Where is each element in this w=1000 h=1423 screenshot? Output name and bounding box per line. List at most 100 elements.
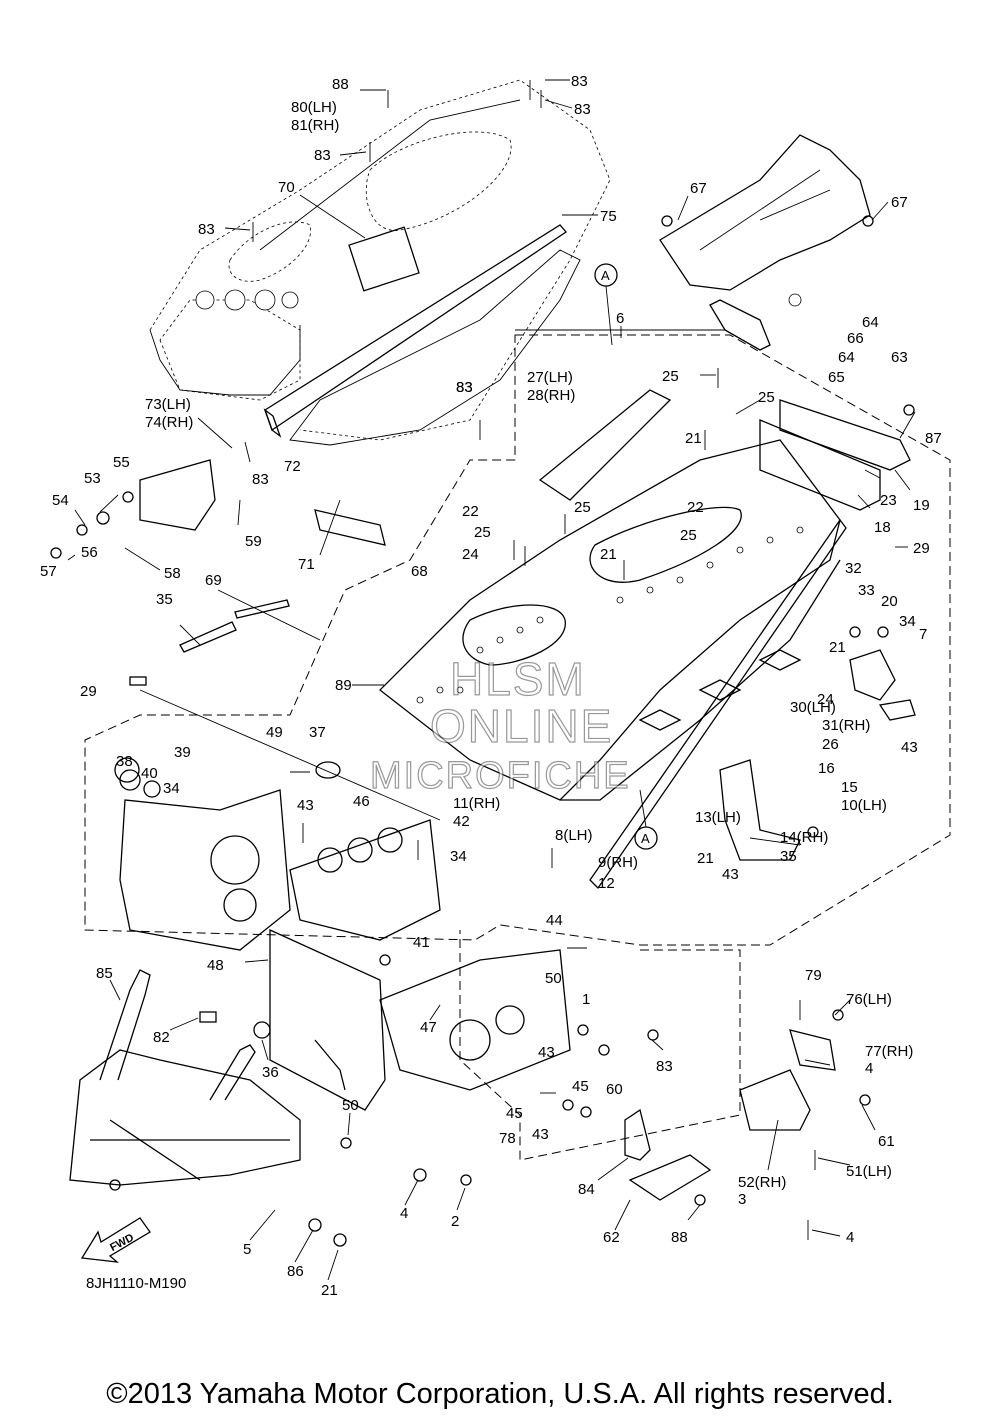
callout[interactable]: 20 [881, 593, 898, 610]
callout[interactable]: 89 [335, 677, 352, 694]
callout[interactable]: 67 [690, 180, 707, 197]
callout[interactable]: 35 [156, 591, 173, 608]
callout[interactable]: 64 [862, 314, 879, 331]
callout[interactable]: 80(LH) [291, 99, 337, 116]
callout[interactable]: 44 [546, 912, 563, 929]
callout[interactable]: 23 [880, 492, 897, 509]
callout[interactable]: 22 [462, 503, 479, 520]
callout[interactable]: 26 [822, 736, 839, 753]
callout[interactable]: 56 [81, 544, 98, 561]
callout[interactable]: 83 [571, 73, 588, 90]
callout[interactable]: 50 [545, 970, 562, 987]
fwd-arrow[interactable]: FWD [80, 1217, 151, 1263]
callout[interactable]: 70 [278, 179, 295, 196]
callout[interactable]: 53 [84, 470, 101, 487]
callout[interactable]: 50 [342, 1097, 359, 1114]
callout[interactable]: 7 [919, 626, 927, 643]
callout[interactable]: 3 [738, 1191, 746, 1208]
callout[interactable]: 75 [600, 208, 617, 225]
callout[interactable]: 2 [451, 1213, 459, 1230]
callout[interactable]: 88 [671, 1229, 688, 1246]
callout[interactable]: 22 [687, 499, 704, 516]
callout[interactable]: 27(LH) [527, 369, 573, 386]
callout[interactable]: 61 [878, 1133, 895, 1150]
callout[interactable]: 43 [532, 1126, 549, 1143]
callout[interactable]: 83 [198, 221, 215, 238]
callout[interactable]: 77(RH) [865, 1043, 913, 1060]
callout[interactable]: 43 [722, 866, 739, 883]
callout[interactable]: 31(RH) [822, 717, 870, 734]
callout[interactable]: 34 [450, 848, 467, 865]
callout[interactable]: 4 [865, 1060, 873, 1077]
callout[interactable]: 12 [598, 875, 615, 892]
callout[interactable]: 60 [606, 1081, 623, 1098]
callout[interactable]: 24 [462, 546, 479, 563]
callout[interactable]: 45 [506, 1105, 523, 1122]
callout[interactable]: 13(LH) [695, 809, 741, 826]
callout[interactable]: 49 [266, 724, 283, 741]
callout[interactable]: 25 [758, 389, 775, 406]
callout[interactable]: 48 [207, 957, 224, 974]
callout[interactable]: 76(LH) [846, 991, 892, 1008]
callout[interactable]: 8(LH) [555, 827, 593, 844]
callout[interactable]: 42 [453, 813, 470, 830]
callout[interactable]: 83 [574, 101, 591, 118]
callout[interactable]: 14(RH) [780, 829, 828, 846]
callout[interactable]: 66 [847, 330, 864, 347]
callout[interactable]: 36 [262, 1064, 279, 1081]
callout[interactable]: 25 [474, 524, 491, 541]
callout[interactable]: 47 [420, 1019, 437, 1036]
callout[interactable]: 67 [891, 194, 908, 211]
callout[interactable]: 21 [697, 850, 714, 867]
callout[interactable]: 4 [846, 1229, 854, 1246]
callout[interactable]: 40 [141, 765, 158, 782]
callout[interactable]: 46 [353, 793, 370, 810]
callout[interactable]: 6 [616, 310, 624, 327]
callout[interactable]: 84 [578, 1181, 595, 1198]
callout[interactable]: 83 [252, 471, 269, 488]
callout[interactable]: 28(RH) [527, 387, 575, 404]
callout[interactable]: 43 [901, 739, 918, 756]
callout[interactable]: 34 [899, 613, 916, 630]
callout[interactable]: 16 [818, 760, 835, 777]
callout[interactable]: 43 [538, 1044, 555, 1061]
callout[interactable]: 85 [96, 965, 113, 982]
callout[interactable]: 81(RH) [291, 117, 339, 134]
callout[interactable]: 71 [298, 556, 315, 573]
callout[interactable]: 29 [80, 683, 97, 700]
callout[interactable]: 38 [116, 753, 133, 770]
callout[interactable]: 83 [456, 379, 473, 396]
callout[interactable]: 24 [817, 691, 834, 708]
callout[interactable]: 34 [163, 780, 180, 797]
callout[interactable]: 74(RH) [145, 414, 193, 431]
callout[interactable]: 72 [284, 458, 301, 475]
callout[interactable]: 41 [413, 934, 430, 951]
callout[interactable]: 83 [656, 1058, 673, 1075]
callout[interactable]: 21 [685, 430, 702, 447]
callout[interactable]: 78 [499, 1130, 516, 1147]
callout[interactable]: 39 [174, 744, 191, 761]
callout[interactable]: 69 [205, 572, 222, 589]
callout[interactable]: 1 [582, 991, 590, 1008]
callout[interactable]: 37 [309, 724, 326, 741]
callout[interactable]: 54 [52, 492, 69, 509]
callout[interactable]: 64 [838, 349, 855, 366]
callout[interactable]: 10(LH) [841, 797, 887, 814]
callout[interactable]: 21 [829, 639, 846, 656]
callout[interactable]: 25 [662, 368, 679, 385]
callout[interactable]: 59 [245, 533, 262, 550]
callout[interactable]: 25 [680, 527, 697, 544]
callout[interactable]: 82 [153, 1029, 170, 1046]
callout[interactable]: 83 [314, 147, 331, 164]
callout[interactable]: 19 [913, 497, 930, 514]
callout[interactable]: 88 [332, 76, 349, 93]
callout[interactable]: 25 [574, 499, 591, 516]
callout[interactable]: 63 [891, 349, 908, 366]
callout[interactable]: 62 [603, 1229, 620, 1246]
callout[interactable]: 18 [874, 519, 891, 536]
callout[interactable]: 15 [841, 779, 858, 796]
callout[interactable]: 51(LH) [846, 1163, 892, 1180]
callout[interactable]: 58 [164, 565, 181, 582]
callout[interactable]: 83 [456, 379, 473, 396]
callout[interactable]: 57 [40, 563, 57, 580]
